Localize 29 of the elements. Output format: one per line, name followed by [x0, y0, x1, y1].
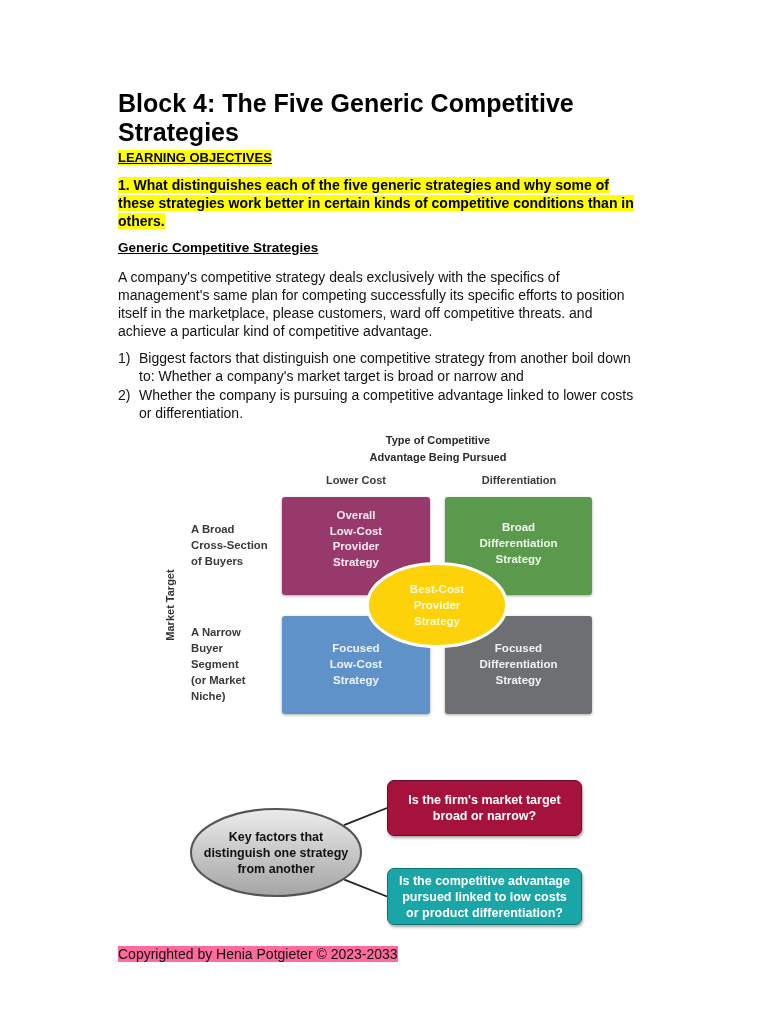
question-text: Is the firm's market target broad or narrow?	[408, 793, 561, 823]
list-number: 2)	[118, 387, 131, 403]
connector-line	[343, 807, 388, 827]
list-number: 1)	[118, 350, 131, 366]
topic-text: Key factors that distinguish one strategy from another	[203, 829, 349, 876]
question-text: Is the competitive advantage pursued linked to low costs or product differentiation?	[399, 873, 570, 920]
question-box	[387, 868, 582, 925]
question-box	[387, 780, 582, 836]
row-header: A Narrow Buyer Segment (or Market Niche)	[191, 626, 246, 702]
section-label: LEARNING OBJECTIVES	[118, 149, 272, 165]
strategy-name: Focused Differentiation Strategy	[479, 642, 558, 686]
page-title: Block 4: The Five Generic Competitive Strategies	[118, 88, 575, 147]
list-item: Whether the company is pursuing a competitive advantage linked to lower costs or differentiation.	[139, 387, 634, 421]
objective-text: 1. What distinguishes each of the five generic strategies and why some of these strategies work better in certain kinds of competitive conditions than in others.	[118, 176, 635, 230]
topic-ellipse	[190, 808, 362, 897]
axis-label: Market Target	[163, 569, 177, 641]
strategy-name: Focused Low-Cost Strategy	[329, 642, 383, 686]
copyright-notice: Copyrighted by Henia Potgieter © 2023-2033	[118, 946, 398, 962]
column-header: Lower Cost	[326, 474, 386, 486]
strategy-name: Overall Low-Cost Provider Strategy	[329, 509, 383, 568]
axis-title: Type of Competitive Advantage Being Pursued	[369, 434, 507, 463]
list-item: Biggest factors that distinguish one competitive strategy from another boil down to: Whether a company's market target is broad or narrow and	[139, 350, 631, 384]
column-header: Differentiation	[481, 474, 557, 486]
strategy-name: Broad Differentiation Strategy	[479, 521, 558, 565]
body-paragraph: A company's competitive strategy deals exclusively with the specifics of management's same plan for competing successfully its specific efforts to position itself in the marketplace, please customers, ward off competitive threats. and achieve a particular kind of competitive advantage.	[118, 269, 625, 339]
section-heading: Generic Competitive Strategies	[118, 240, 319, 255]
strategy-name: Best-Cost Provider Strategy	[409, 583, 465, 627]
connector-line	[343, 878, 388, 898]
row-header: A Broad Cross-Section of Buyers	[191, 523, 268, 567]
